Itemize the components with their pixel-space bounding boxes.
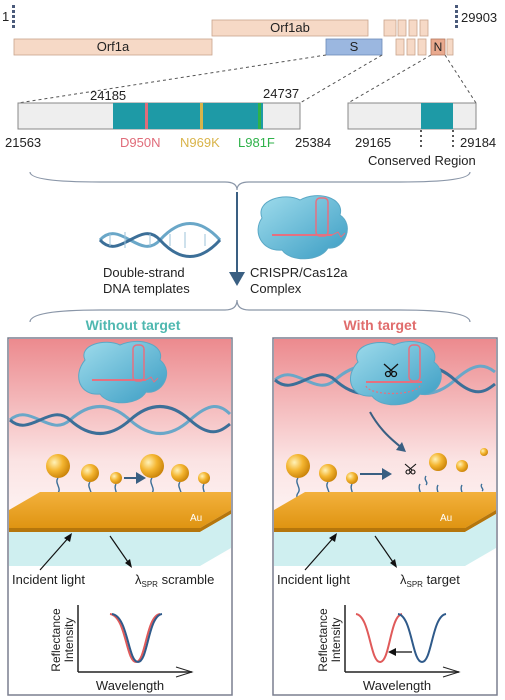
spectrum-plot-right [344,605,461,678]
lambda-right: λSPR target [400,572,460,589]
x-axis-label-left: Wavelength [96,678,164,693]
cas12a-complex-active [350,341,442,406]
mutation-l981f: L981F [238,135,275,150]
mutation-n969k-mark [200,103,203,129]
au-label-left: Au [190,513,202,524]
gold-film [274,492,496,528]
n-left-label: 29165 [355,135,391,150]
x-axis-label-right: Wavelength [363,678,431,693]
y-axis-label-right-1: Reflectance [316,608,330,672]
merge-brace [29,171,471,191]
spectrum-plot-left [77,605,194,678]
cas12a-label-1: CRISPR/Cas12a [250,265,348,280]
small-orfs [383,19,454,56]
gene-orf1a [13,38,213,56]
au-label-right: Au [440,513,452,524]
y-axis-label-left-2: Intensity [62,618,76,663]
genome-end-label: 29903 [461,10,497,25]
glass-substrate [274,514,496,566]
mutation-d950n-mark [145,103,148,129]
split-brace [29,299,471,323]
mutation-n969k: N969K [180,135,220,150]
s-left-label: 21563 [5,135,41,150]
with-target-title: With target [344,317,417,333]
genome-start-label: 1 [2,9,9,24]
y-axis-label-left-1: Reflectance [49,608,63,672]
gold-film [9,492,231,528]
gene-orf1ab [211,19,369,37]
without-target-title: Without target [86,317,181,333]
dna-template-label-1: Double-strand [103,265,185,280]
mutation-d950n: D950N [120,135,160,150]
zoom-lines [17,54,477,104]
dna-template-label-2: DNA templates [103,281,190,296]
n-gene-detail: 29165 29184 Conserved Region [347,102,496,168]
conserved-bounds [420,130,454,150]
panel-without-target: Au Incident light λSPR scramble Reflecta… [7,337,233,696]
cas12a-complex-inactive [78,341,167,404]
s-region-start: 24185 [90,88,126,103]
n-right-label: 29184 [460,135,496,150]
mutation-l981f-mark [258,103,261,129]
dna-template-illustration [98,222,222,258]
panel-with-target: Au Incident light λSPR target Reflectanc… [272,337,498,696]
s-gene-detail: 24185 24737 21563 25384 D950N N969K L981… [5,86,331,150]
incident-light-label-left: Incident light [12,572,85,587]
gene-n-label: N [434,40,443,54]
conserved-region-label: Conserved Region [368,153,476,168]
gene-orf1ab-label: Orf1ab [270,20,310,35]
down-arrow-head [229,272,245,286]
s-right-label: 25384 [295,135,331,150]
s-target-region [113,103,263,129]
glass-substrate [9,514,231,566]
y-axis-label-right-2: Intensity [329,618,343,663]
s-region-end: 24737 [263,86,299,101]
cas12a-complex-illustration [257,195,348,260]
cas12a-label-2: Complex [250,281,302,296]
genome-end-marker [455,5,458,28]
genome-map: 1 29903 Orf1ab Orf1a S N [2,5,497,104]
gene-n [430,38,446,56]
gene-s [325,38,383,56]
gene-s-label: S [350,39,359,54]
n-conserved-region [421,103,453,129]
lambda-left: λSPR scramble [135,572,214,589]
genome-start-marker [12,5,15,28]
gene-orf1a-label: Orf1a [97,39,130,54]
incident-light-label-right: Incident light [277,572,350,587]
